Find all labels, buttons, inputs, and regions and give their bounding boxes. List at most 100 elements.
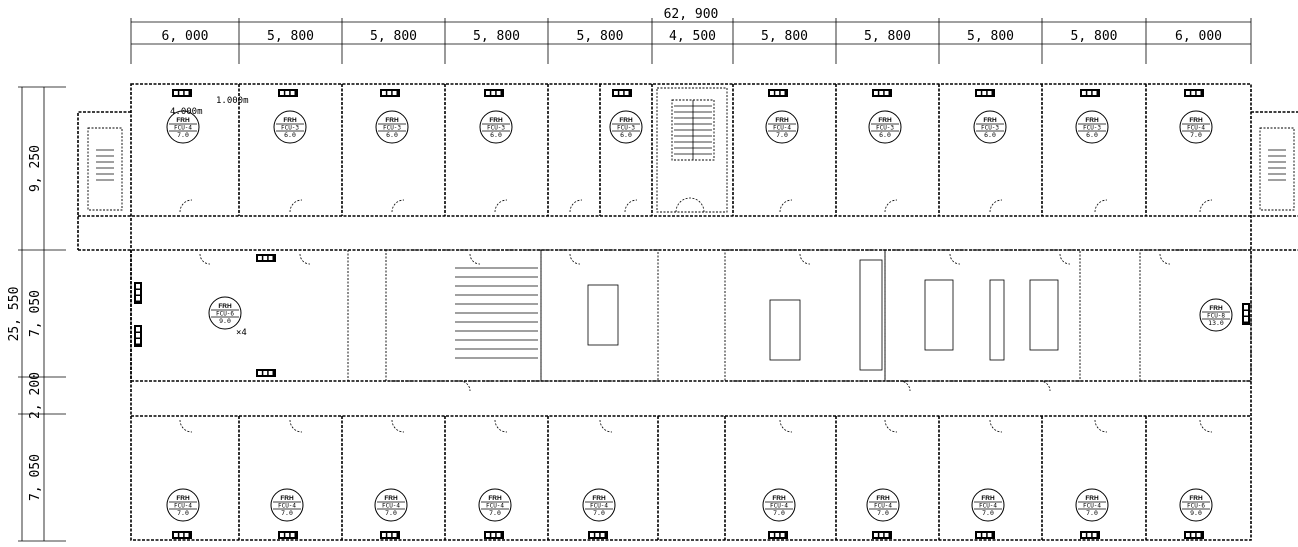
fcu-tags-bottom-row: FRHFCU-47.0FRHFCU-47.0FRHFCU-47.0FRHFCU-…: [166, 488, 1213, 522]
fcu-tag-model: FCU-4: [278, 503, 296, 510]
fcu-tag-model: FCU-3: [487, 125, 505, 132]
multiplier-note: ×4: [236, 328, 247, 338]
fcu-tag-frh: FRH: [619, 117, 633, 124]
fcu-tag-model: FCU-4: [174, 503, 192, 510]
diffuser-box: [380, 89, 400, 97]
fcu-tag-frh: FRH: [775, 117, 789, 124]
fcu-tag-circle: [609, 110, 643, 144]
fcu-tag-circle: [208, 296, 242, 330]
fcu-tag-model: FCU-3: [281, 125, 299, 132]
fcu-tag-frh: FRH: [384, 495, 398, 502]
left-segment-label: 7, 050: [28, 454, 43, 501]
fcu-tag-frh: FRH: [1209, 305, 1223, 312]
fcu-tag-model: FCU-4: [382, 503, 400, 510]
fcu-tag-circle: [1179, 488, 1213, 522]
fcu-tag-circle: [973, 110, 1007, 144]
fcu-tag-value: 6.0: [620, 131, 632, 139]
fcu-tag-frh: FRH: [1189, 495, 1203, 502]
distance-note-b: 4.000m: [170, 107, 203, 117]
left-segment-label: 9, 250: [28, 145, 43, 192]
diffuser-box: [172, 89, 192, 97]
fcu-tag-model: FCU-4: [874, 503, 892, 510]
diffuser-box: [278, 89, 298, 97]
fcu-tag-frh: FRH: [983, 117, 997, 124]
top-segment-label: 5, 800: [577, 29, 624, 44]
diffuser-box: [278, 531, 298, 539]
top-segment-label: 5, 800: [370, 29, 417, 44]
top-segment-label: 6, 000: [1175, 29, 1222, 44]
fcu-tag-model: FCU-4: [1187, 125, 1205, 132]
top-segment-label: 5, 800: [864, 29, 911, 44]
distance-note-a: 1.000m: [216, 96, 249, 106]
fcu-tag-value: 7.0: [385, 509, 397, 517]
fcu-tag-value: 7.0: [489, 509, 501, 517]
diffuser-markers: [134, 89, 1250, 539]
fcu-tag-frh: FRH: [876, 495, 890, 502]
overall-width-label: 62, 900: [664, 7, 719, 22]
diffuser-box: [1184, 531, 1204, 539]
fcu-tag-value: 7.0: [281, 509, 293, 517]
fcu-tag-model: FCU-6: [216, 311, 234, 318]
diffuser-box: [1080, 89, 1100, 97]
left-segment-label: 7, 050: [28, 290, 43, 337]
fcu-tag-value: 9.0: [1190, 509, 1202, 517]
fcu-tag-model: FCU-3: [876, 125, 894, 132]
fcu-tag-circle: [166, 488, 200, 522]
fcu-tag-circle: [868, 110, 902, 144]
fcu-tag-circle: [375, 110, 409, 144]
diffuser-box: [872, 89, 892, 97]
fcu-tag-frh: FRH: [218, 303, 232, 310]
diffuser-box: [975, 89, 995, 97]
diffuser-box: [380, 531, 400, 539]
fcu-tag-frh: FRH: [981, 495, 995, 502]
fcu-tag-circle: [971, 488, 1005, 522]
fcu-tag-value: 7.0: [773, 509, 785, 517]
fcu-tag-circle: [166, 110, 200, 144]
fcu-tag-circle: [582, 488, 616, 522]
fcu-tag-value: 7.0: [177, 131, 189, 139]
fcu-tag-frh: FRH: [1189, 117, 1203, 124]
top-segment-label: 6, 000: [162, 29, 209, 44]
fcu-tag-model: FCU-3: [981, 125, 999, 132]
fcu-tag-value: 7.0: [177, 509, 189, 517]
diffuser-box: [975, 531, 995, 539]
fcu-tag-value: 13.0: [1208, 319, 1224, 327]
fcu-tag-value: 6.0: [1086, 131, 1098, 139]
fcu-tag-model: FCU-8: [1207, 313, 1225, 320]
fcu-tag-value: 6.0: [284, 131, 296, 139]
fcu-tag-value: 7.0: [877, 509, 889, 517]
room-partitions: [130, 84, 1213, 540]
fcu-tag-circle: [866, 488, 900, 522]
fcu-tag-frh: FRH: [772, 495, 786, 502]
diffuser-box: [872, 531, 892, 539]
diffuser-box: [588, 531, 608, 539]
top-segment-label: 5, 800: [967, 29, 1014, 44]
top-segment-label: 5, 800: [267, 29, 314, 44]
fcu-tag-model: FCU-4: [1083, 503, 1101, 510]
diffuser-box: [612, 89, 632, 97]
fcu-tag-value: 6.0: [386, 131, 398, 139]
diffuser-box: [768, 89, 788, 97]
fcu-tags-top-row: FRHFCU-47.0FRHFCU-36.0FRHFCU-36.0FRHFCU-…: [166, 110, 1213, 144]
fcu-tag-circle: [1075, 488, 1109, 522]
fcu-tag-value: 6.0: [984, 131, 996, 139]
diffuser-box: [768, 531, 788, 539]
fcu-tag-circle: [270, 488, 304, 522]
fcu-tag-frh: FRH: [385, 117, 399, 124]
diffuser-box: [172, 531, 192, 539]
